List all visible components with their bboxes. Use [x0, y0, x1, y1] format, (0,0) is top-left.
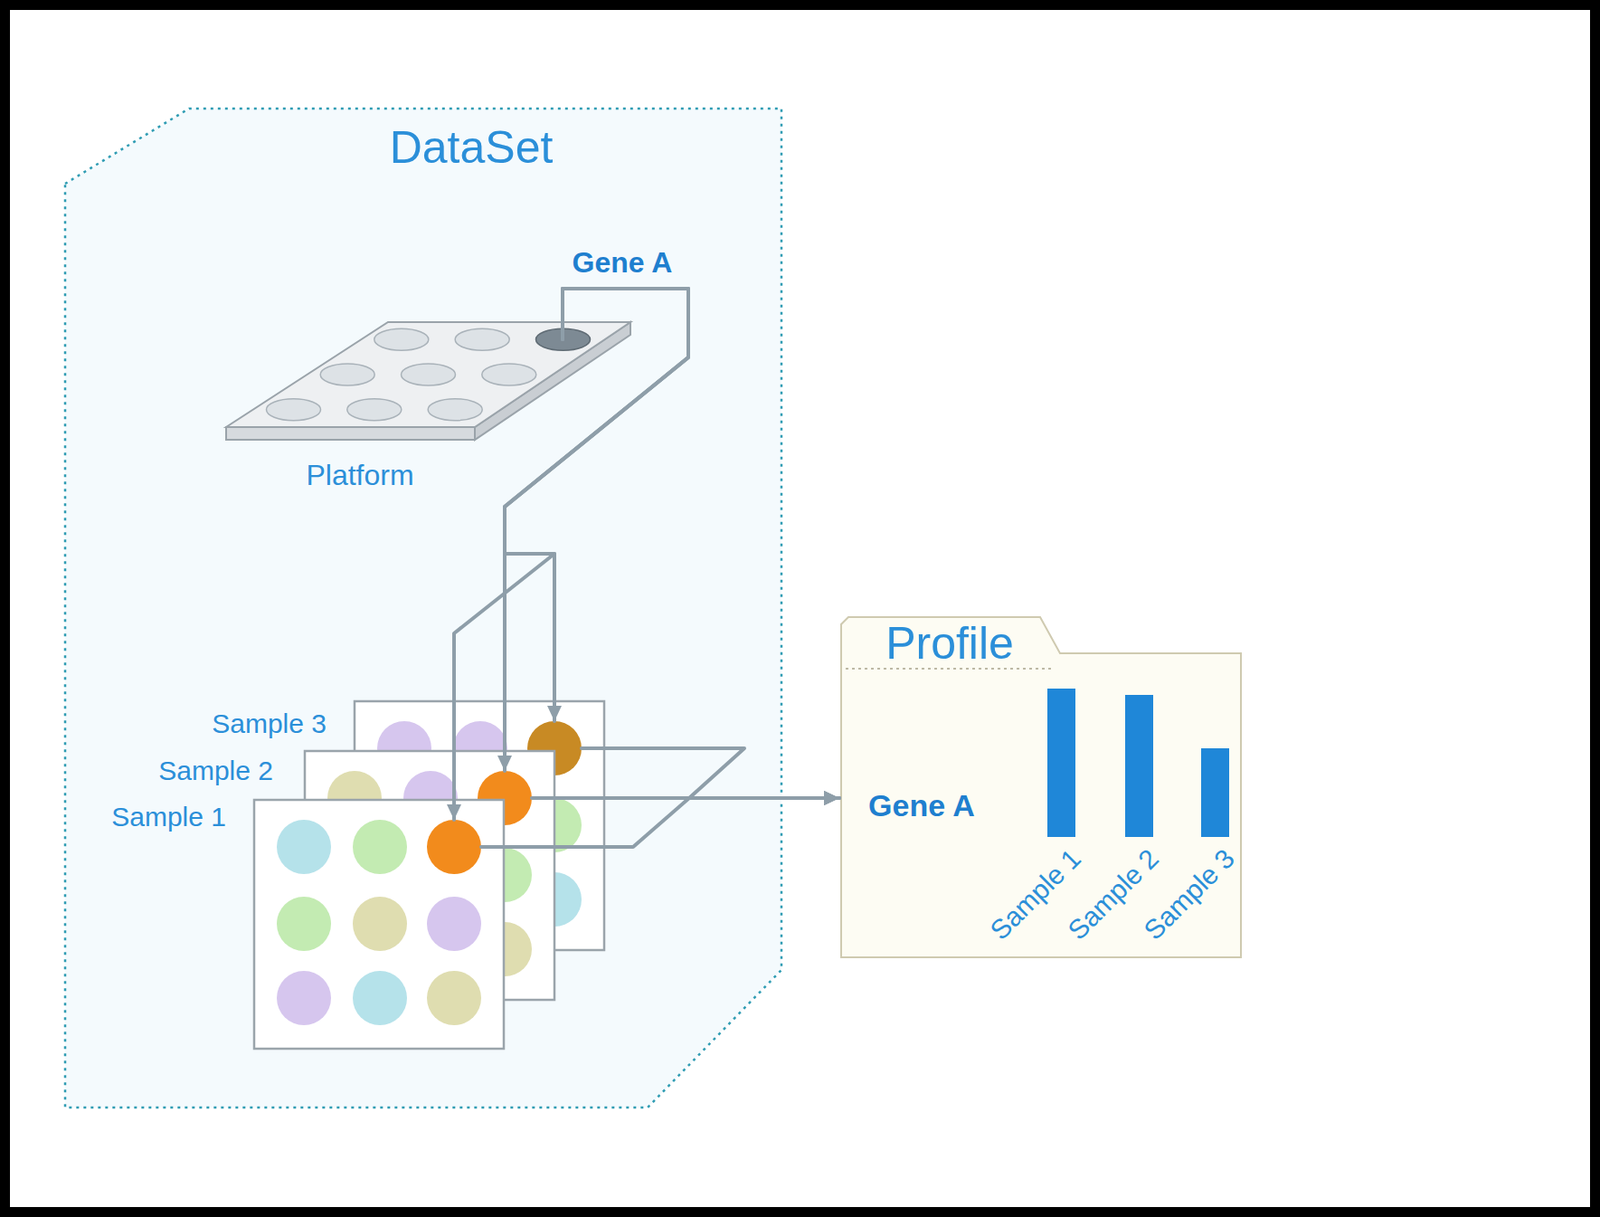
- probe-spot: [320, 363, 375, 386]
- arrowhead: [823, 790, 840, 805]
- profile-title: Profile: [885, 617, 1014, 671]
- platform-chip: Platform: [220, 307, 637, 502]
- plate-top: [226, 321, 631, 427]
- platform-illustration: [220, 307, 637, 502]
- probe-spot: [454, 328, 510, 351]
- probe-spot: [266, 398, 322, 421]
- bar: [1125, 694, 1154, 837]
- arrowhead: [446, 804, 462, 820]
- sample-card: Sample 1: [253, 798, 505, 1050]
- folder-outline: [841, 616, 1241, 957]
- connector: [446, 288, 689, 820]
- dashed-region-outline: [65, 108, 782, 1108]
- plate-front-edge: [226, 426, 475, 440]
- connector-line: [581, 747, 840, 798]
- platform-label: Platform: [305, 458, 414, 493]
- spot-circle: [276, 970, 332, 1025]
- connector: [581, 747, 840, 805]
- probe-spot: [427, 398, 483, 421]
- bar: [1201, 747, 1230, 837]
- sample-label: Sample 1: [111, 801, 227, 834]
- bar: [1047, 688, 1076, 837]
- profile-folder: ProfileGene ASample 1Sample 2Sample 3: [839, 615, 1244, 960]
- spot-circle: [276, 819, 332, 874]
- probe-spot: [482, 363, 537, 386]
- probe-spot: [347, 398, 402, 421]
- arrowhead: [823, 790, 840, 805]
- spot-circle: [426, 896, 482, 951]
- spot-circle: [426, 970, 482, 1025]
- arrowhead: [497, 755, 512, 771]
- probe-spot: [401, 363, 456, 386]
- sample-label: Sample 3: [211, 708, 327, 740]
- gene-label: Gene A: [868, 787, 976, 824]
- arrowhead: [823, 790, 840, 805]
- gene-label: Gene A: [572, 246, 673, 280]
- spot-circle: [352, 896, 408, 951]
- connector-line: [481, 797, 840, 847]
- arrowhead: [547, 705, 562, 721]
- region-title: DataSet: [389, 122, 554, 175]
- spot-circle: [352, 819, 408, 874]
- sample-array-card: [253, 798, 505, 1050]
- card-border: [254, 799, 504, 1049]
- spot-circle: [352, 970, 408, 1025]
- connector: [504, 288, 689, 721]
- dataset-region: DataSetPlatformSample 3 Sample 2 Sample 1: [63, 106, 784, 1109]
- connector: [497, 288, 689, 771]
- spot-circle: [276, 896, 332, 951]
- connector-line: [454, 288, 689, 820]
- spot-circle: [426, 819, 482, 874]
- connector-line: [504, 288, 689, 721]
- connector-line: [504, 288, 689, 771]
- probe-spot: [374, 328, 429, 351]
- sample-label: Sample 2: [158, 755, 274, 787]
